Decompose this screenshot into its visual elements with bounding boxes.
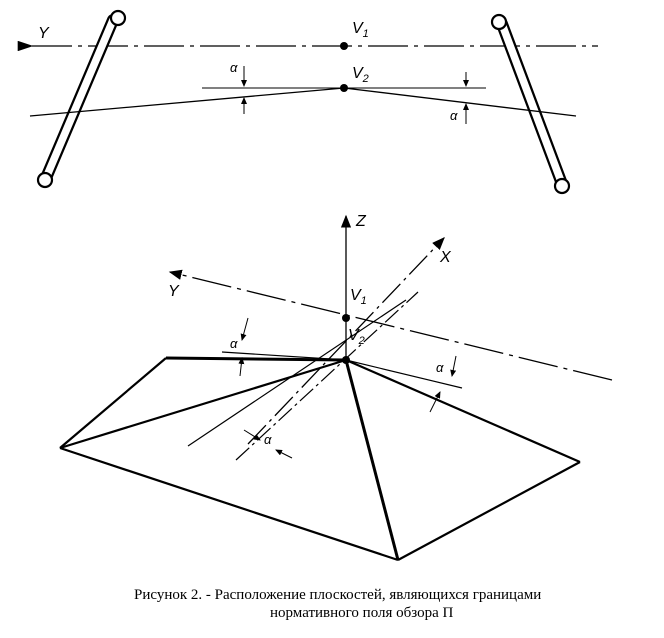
- top-y-label: Y: [38, 25, 50, 42]
- bot-v2-label: V2: [348, 327, 365, 347]
- top-v2-point: [340, 84, 348, 92]
- top-v1-point: [340, 42, 348, 50]
- caption-line-1: Рисунок 2. - Расположение плоскостей, яв…: [134, 587, 542, 603]
- bottom-view: Z X Y V1 V2 α α α: [59, 213, 613, 562]
- bot-plane-line-a: [187, 299, 407, 447]
- bot-y-label: Y: [168, 283, 180, 300]
- top-right-boundary-line: [343, 87, 577, 117]
- top-v2-label: V2: [352, 65, 369, 85]
- top-view: Y V1 V2 α α: [17, 9, 598, 195]
- bot-v1-label: V1: [350, 287, 367, 307]
- top-left-boundary-line: [29, 87, 345, 117]
- diagram-svg: Y V1 V2 α α: [17, 9, 613, 562]
- top-alpha-right-label: α: [450, 108, 458, 123]
- caption-line-2: нормативного поля обзора П: [270, 605, 454, 621]
- bot-alpha-left-label: α: [230, 336, 238, 351]
- bot-left-alpha-marker: [238, 317, 249, 377]
- top-alpha-left-label: α: [230, 60, 238, 75]
- bot-center-alpha-marker: [243, 429, 293, 459]
- bot-alpha-center-label: α: [264, 432, 272, 447]
- bot-v2-point: [342, 356, 350, 364]
- bot-y-axis: [168, 269, 613, 381]
- left-mirror-bar: [36, 9, 127, 189]
- bot-right-alpha-marker: [429, 355, 457, 413]
- bot-plane-line-b: [235, 291, 419, 461]
- bot-z-label: Z: [355, 213, 367, 230]
- bot-v1-point: [342, 314, 350, 322]
- top-v1-label: V1: [352, 20, 369, 40]
- bot-x-axis: [247, 237, 445, 445]
- right-mirror-bar: [490, 13, 571, 195]
- bot-plane-line-c: [345, 359, 463, 389]
- pyramid: [59, 356, 581, 562]
- bot-alpha-right-label: α: [436, 360, 444, 375]
- bot-x-label: X: [439, 249, 452, 266]
